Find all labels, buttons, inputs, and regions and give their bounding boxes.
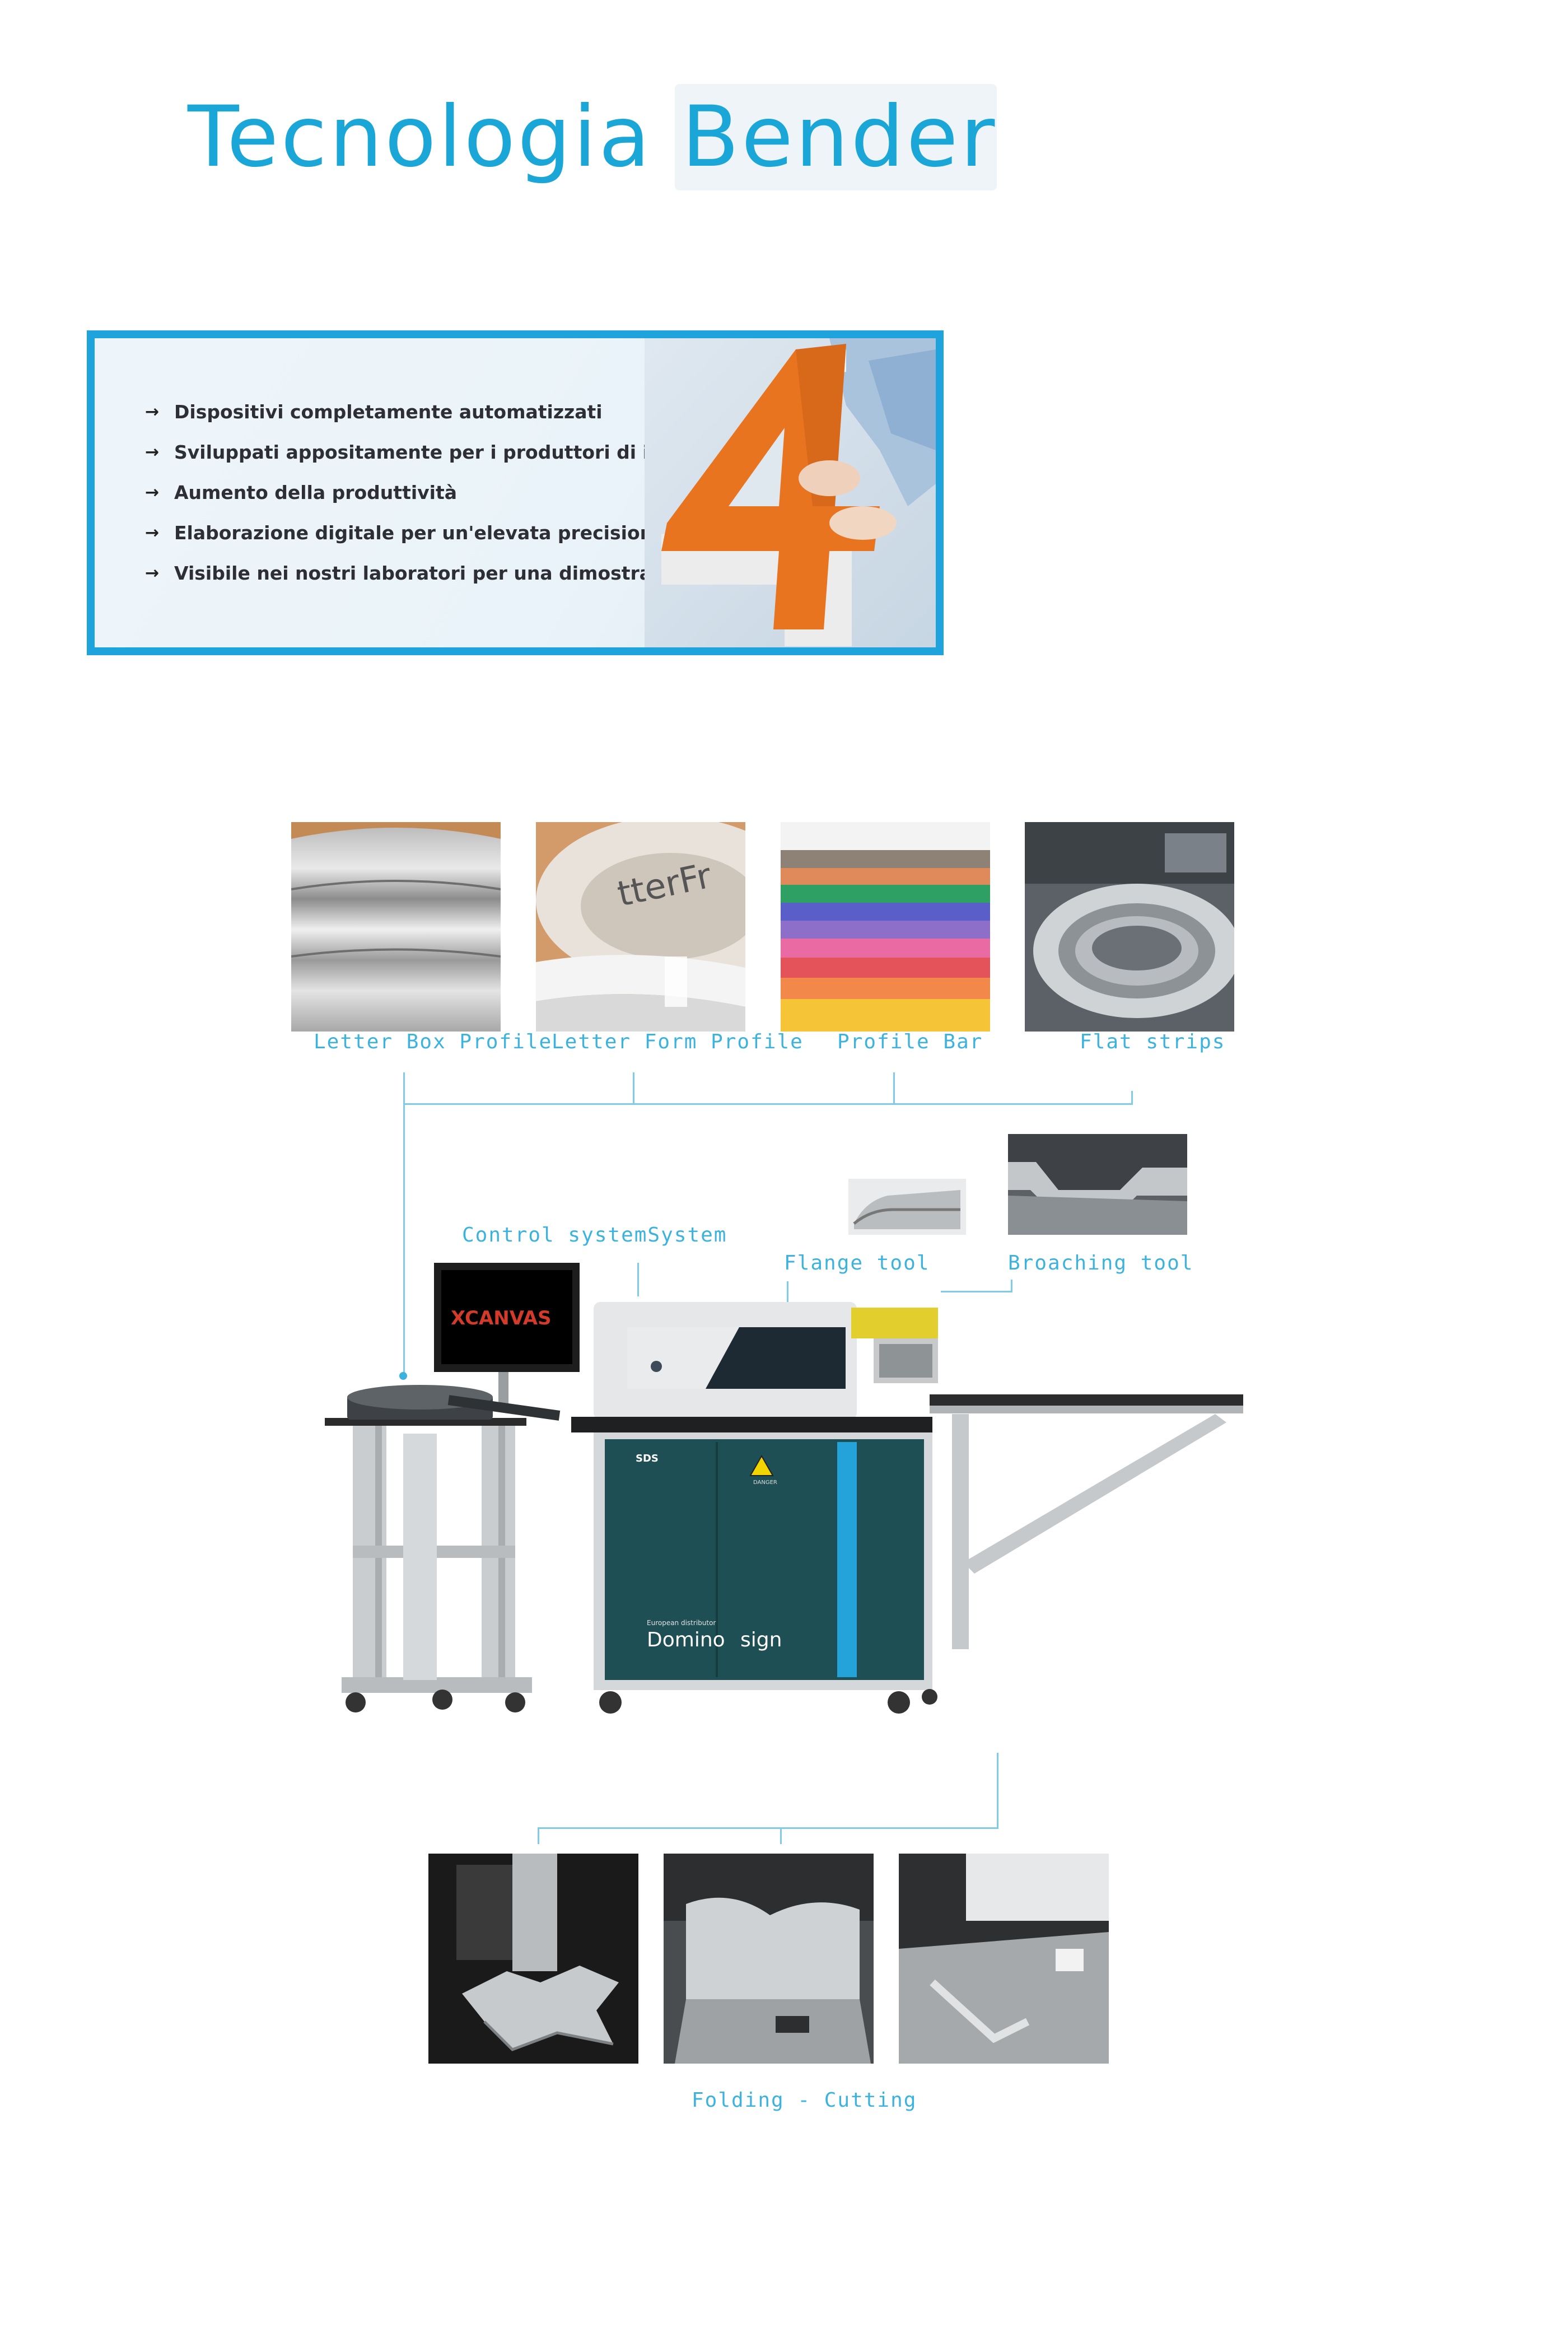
connector-line — [633, 1072, 634, 1104]
control-system-label: Control systemSystem — [462, 1224, 727, 1247]
connector-line — [941, 1291, 1012, 1292]
title-word-tecnologia: Tecnologia — [188, 88, 652, 186]
broaching-tool-label: Broaching tool — [1008, 1252, 1194, 1275]
arrow-right-icon: → — [145, 442, 160, 462]
profile-label: Letter Box Profile — [314, 1030, 553, 1053]
brand-name: Domino — [647, 1628, 725, 1651]
arrow-right-icon: → — [145, 402, 160, 422]
connector-line — [538, 1827, 539, 1844]
broaching-tool-image — [1008, 1134, 1187, 1235]
connector-line — [637, 1263, 639, 1296]
connector-line — [403, 1072, 405, 1104]
flange-tool-image — [848, 1179, 966, 1235]
cutting-strip-image — [899, 1854, 1109, 2064]
page-title: Tecnologia Bender — [188, 84, 997, 190]
profile-label: Letter Form Profile — [552, 1030, 804, 1053]
feature-box: →Dispositivi completamente automatizzati… — [87, 330, 944, 655]
feature-list: →Dispositivi completamente automatizzati… — [145, 391, 731, 593]
connector-line — [893, 1072, 895, 1104]
screen-text: XCANVAS — [451, 1307, 552, 1329]
warning-label: DANGER — [753, 1480, 777, 1486]
connector-line — [787, 1281, 788, 1306]
feature-item: →Dispositivi completamente automatizzati — [145, 400, 603, 423]
letter-box-profile-image — [291, 822, 501, 1032]
distributor-caption: European distributor — [647, 1619, 716, 1627]
connector-line — [403, 1103, 1133, 1105]
brand-suffix: sign — [740, 1628, 782, 1651]
flange-tool-label: Flange tool — [784, 1252, 930, 1275]
connector-dot — [399, 1372, 407, 1380]
connector-line — [538, 1827, 998, 1829]
connector-line — [403, 1103, 405, 1375]
title-highlight: Bender — [675, 84, 997, 190]
feature-item: →Elaborazione digitale per un'elevata pr… — [145, 521, 666, 544]
letter-form-profile-image: tterFr — [536, 822, 745, 1032]
feature-item: →Visibile nei nostri laboratori per una … — [145, 562, 708, 584]
connector-line — [997, 1753, 998, 1829]
arrow-right-icon: → — [145, 563, 160, 583]
letter-four-illustration — [645, 338, 936, 647]
brand-small: SDS — [636, 1453, 659, 1464]
feature-item: →Aumento della produttività — [145, 481, 458, 503]
folding-cutting-label: Folding - Cutting — [692, 2089, 917, 2112]
title-word-bender: Bender — [682, 88, 997, 186]
profile-bar-image — [781, 822, 990, 1032]
folded-letter-image — [428, 1854, 638, 2064]
arrow-right-icon: → — [145, 522, 160, 543]
connector-line — [780, 1827, 782, 1844]
arrow-right-icon: → — [145, 482, 160, 502]
channel-letter-parts-image — [664, 1854, 874, 2064]
profile-label: Flat strips — [1080, 1030, 1226, 1053]
profile-label: Profile Bar — [837, 1030, 983, 1053]
feature-item: →Sviluppati appositamente per i produtto… — [145, 441, 732, 463]
flat-strips-image — [1025, 822, 1234, 1032]
connector-line — [1011, 1280, 1012, 1292]
connector-line — [1131, 1091, 1133, 1104]
bender-machine: XCANVAS DANGER SDS European distributor … — [314, 1254, 1249, 1770]
